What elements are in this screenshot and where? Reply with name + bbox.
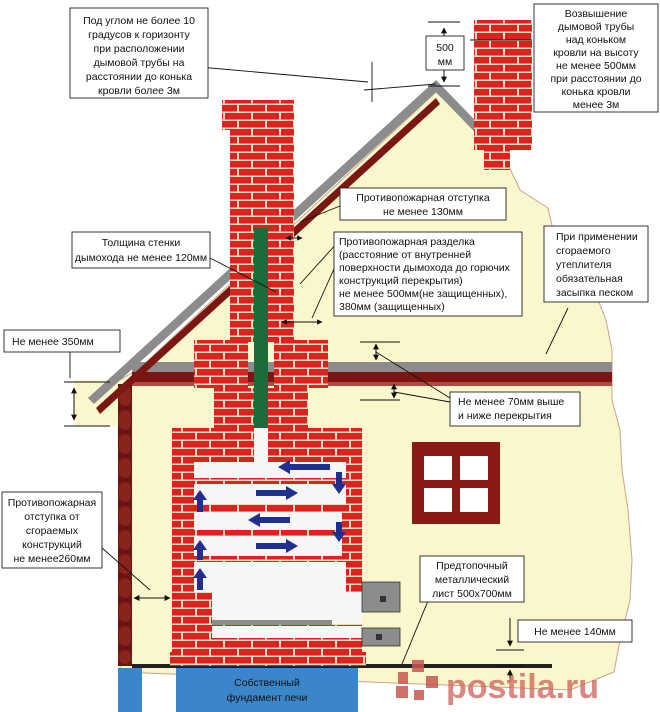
note-wall-120: Толщина стенки дымохода не менее 120мм bbox=[71, 231, 211, 269]
note-height-line: при расстоянии до bbox=[550, 73, 641, 85]
flow-arrow-icon bbox=[332, 522, 346, 542]
note-height: Возвышение дымовой трубы над коньком кро… bbox=[533, 3, 659, 113]
note-setback-260-line: отступка от bbox=[24, 511, 80, 523]
flow-arrow-icon bbox=[278, 460, 330, 474]
note-setback-130-line: Противопожарная отступка bbox=[356, 192, 490, 204]
ceiling-slab bbox=[132, 362, 612, 386]
note-partition: Противопожарная разделка (расстояние от … bbox=[333, 231, 523, 317]
note-wall-120-line: дымохода не менее 120мм bbox=[75, 252, 207, 264]
foundation bbox=[118, 668, 358, 712]
dim-500-box: 500 мм bbox=[425, 35, 465, 71]
note-setback-260: Противопожарная отступка от сгораемых ко… bbox=[1, 491, 103, 569]
flow-arrow-icon bbox=[332, 472, 346, 494]
note-height-line: над коньком bbox=[566, 34, 626, 46]
note-ceiling-70-line: Не менее 70мм выше bbox=[458, 396, 564, 408]
ridge-chimney bbox=[474, 20, 532, 170]
note-setback-260-line: конструкций bbox=[22, 539, 82, 551]
dim-500-value: 500 bbox=[436, 42, 454, 54]
flow-arrows bbox=[193, 460, 346, 590]
watermark-text: postila.ru bbox=[446, 668, 599, 706]
note-sheet-line: металлический bbox=[435, 574, 509, 586]
note-angle-line: градусов к горизонту bbox=[88, 29, 190, 41]
note-sheet: Предтопочный металлический лист 500х700м… bbox=[419, 555, 525, 603]
note-insulation-line: сгораемого bbox=[556, 245, 611, 257]
note-insulation-line: При применении bbox=[556, 231, 638, 243]
note-height-line: Возвышение bbox=[565, 8, 628, 20]
note-sheet-line: лист 500х700мм bbox=[432, 588, 512, 600]
note-partition-line: 380мм (защищенных) bbox=[339, 301, 445, 313]
note-partition-line: Противопожарная разделка bbox=[339, 236, 475, 248]
eave-zone bbox=[74, 380, 122, 426]
note-insulation-line: обязательная bbox=[556, 273, 623, 285]
note-height-line: менее 3м bbox=[573, 99, 620, 111]
note-insulation: При применении сгораемого утеплителя обя… bbox=[543, 225, 649, 303]
flow-arrow-icon bbox=[193, 490, 207, 512]
note-angle-line: дымовой трубы на bbox=[94, 57, 185, 69]
note-angle-line: Под углом не более 10 bbox=[83, 15, 195, 27]
note-overhang-350: Не менее 350мм bbox=[3, 329, 121, 353]
note-ceiling-70-line: и ниже перекрытия bbox=[458, 410, 552, 422]
note-height-line: дымовой трубы bbox=[558, 21, 634, 33]
note-height-line: кровли на высоту bbox=[553, 47, 639, 59]
window bbox=[412, 442, 500, 524]
note-setback-260-line: сгораемых bbox=[26, 525, 79, 537]
note-setback-130: Противопожарная отступка не менее 130мм bbox=[339, 187, 507, 221]
note-angle-line: расстоянии до конька bbox=[86, 71, 192, 83]
dimension-lines bbox=[64, 21, 569, 682]
foundation-label-line: Собственный bbox=[234, 677, 300, 689]
note-setback-260-line: Противопожарная bbox=[8, 497, 96, 509]
note-overhang-350-text: Не менее 350мм bbox=[12, 336, 94, 348]
flow-arrow-icon bbox=[256, 539, 298, 553]
note-insulation-line: утеплителя bbox=[556, 259, 611, 271]
flow-arrow-icon bbox=[193, 568, 207, 590]
flow-arrow-icon bbox=[256, 486, 298, 500]
note-partition-line: поверхности дымохода до горючих bbox=[339, 262, 511, 274]
log-wall bbox=[118, 384, 132, 666]
flow-arrow-icon bbox=[248, 513, 290, 527]
note-min-140: Не менее 140мм bbox=[517, 619, 633, 643]
note-angle-line: при расположении bbox=[94, 43, 185, 55]
foundation-label-line: фундамент печи bbox=[227, 692, 308, 704]
foundation-label: Собственный фундамент печи bbox=[227, 677, 308, 704]
dim-500-unit: мм bbox=[438, 56, 452, 68]
note-partition-line: конструкций перекрытия) bbox=[339, 275, 463, 287]
note-setback-260-line: не менее260мм bbox=[13, 553, 90, 565]
watermark: postila.ru bbox=[396, 660, 599, 706]
watermark-logo-icon bbox=[396, 660, 438, 700]
note-height-line: не менее 500мм bbox=[556, 60, 636, 72]
note-ceiling-70: Не менее 70мм выше и ниже перекрытия bbox=[449, 391, 581, 427]
note-insulation-line: засыпка песком bbox=[556, 287, 633, 299]
note-angle-line: кровли более 3м bbox=[98, 85, 180, 97]
note-wall-120-line: Толщина стенки bbox=[102, 237, 181, 249]
note-partition-line: не менее 500мм(не защищенных), bbox=[339, 288, 507, 300]
note-min-140-text: Не менее 140мм bbox=[534, 626, 616, 638]
note-partition-line: (расстояние от внутренней bbox=[339, 249, 471, 261]
note-height-line: конька кровли bbox=[561, 86, 630, 98]
note-setback-130-line: не менее 130мм bbox=[383, 206, 463, 218]
flow-arrow-icon bbox=[193, 540, 207, 560]
note-sheet-line: Предтопочный bbox=[436, 560, 508, 572]
note-angle: Под углом не более 10 градусов к горизон… bbox=[69, 7, 209, 99]
wall-chimney bbox=[194, 100, 328, 428]
